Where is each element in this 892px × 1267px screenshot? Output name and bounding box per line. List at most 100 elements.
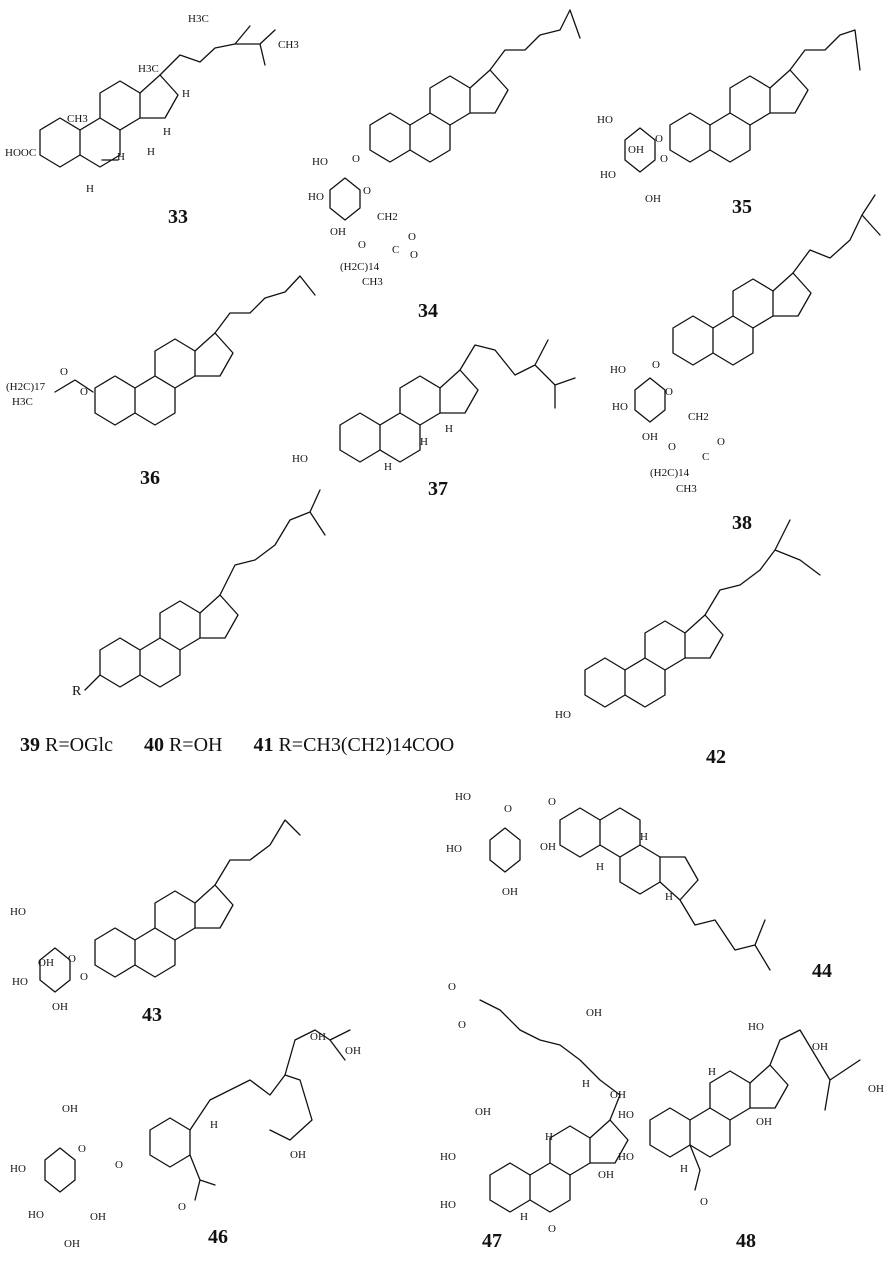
label-44-h-c: H xyxy=(665,891,673,903)
label-33-ch3-side: CH3 xyxy=(278,39,299,51)
label-34-ch2: CH2 xyxy=(377,211,398,223)
compound-number-43: 43 xyxy=(142,1004,162,1026)
label-38-o-ester: O xyxy=(668,441,676,453)
label-44-ho-a: HO xyxy=(455,791,471,803)
compound-number-37: 37 xyxy=(428,478,448,500)
legend-40-text: R=OH xyxy=(168,734,223,756)
label-47-o-ester: O xyxy=(458,1019,466,1031)
label-46-ho-a: HO xyxy=(10,1163,26,1175)
label-46-h: H xyxy=(210,1119,218,1131)
label-43-o-link: O xyxy=(80,971,88,983)
label-44-o-ring: O xyxy=(504,803,512,815)
label-44-h-b: H xyxy=(596,861,604,873)
label-35-oh-b: OH xyxy=(645,193,661,205)
label-44-h-a: H xyxy=(640,831,648,843)
label-35-oh-a: OH xyxy=(628,144,644,156)
label-37-h-c: H xyxy=(384,461,392,473)
label-44-oh-a: OH xyxy=(540,841,556,853)
label-46-oh-top-a: OH xyxy=(310,1031,326,1043)
label-34-c: C xyxy=(392,244,399,256)
legend-41-text: R=CH3(CH2)14COO xyxy=(278,734,455,756)
label-37-h-a: H xyxy=(420,436,428,448)
label-44-ho-b: HO xyxy=(446,843,462,855)
label-38-ch2: CH2 xyxy=(688,411,709,423)
compound-number-44: 44 xyxy=(812,960,832,982)
label-46-oh-a: OH xyxy=(62,1103,78,1115)
label-47-h-c: H xyxy=(520,1211,528,1223)
label-48-ho-c: HO xyxy=(618,1151,634,1163)
label-38-o-carbonyl: O xyxy=(717,436,725,448)
label-47-oh-c: OH xyxy=(610,1089,626,1101)
label-47-ho-b: HO xyxy=(440,1199,456,1211)
label-34-ho-left: HO xyxy=(308,191,324,203)
label-38-ch3: CH3 xyxy=(676,483,697,495)
label-46-o-ring: O xyxy=(78,1143,86,1155)
label-48-h-a: H xyxy=(708,1066,716,1078)
label-34-chain: (H2C)14 xyxy=(340,261,380,273)
label-36-o-ester: O xyxy=(80,386,88,398)
compound-number-36: 36 xyxy=(140,467,160,489)
compound-number-35: 35 xyxy=(732,196,752,218)
compound-number-33: 33 xyxy=(168,206,188,228)
series-39-41-legend: 39 R=OGlc 40 R=OH 41 R=CH3(CH2)14COO xyxy=(20,734,454,757)
label-34-oh: OH xyxy=(330,226,346,238)
label-46-oh-top-b: OH xyxy=(345,1045,361,1057)
label-47-o-carbonyl: O xyxy=(448,981,456,993)
label-46-ho-b: HO xyxy=(28,1209,44,1221)
label-48-ho-b: HO xyxy=(618,1109,634,1121)
compound-number-34: 34 xyxy=(418,300,438,322)
label-38-c: C xyxy=(702,451,709,463)
label-46-oh-d: OH xyxy=(64,1238,80,1250)
label-35-ho-a: HO xyxy=(597,114,613,126)
label-36-chain: (H2C)17 xyxy=(6,381,46,393)
label-43-oh-a: OH xyxy=(38,957,54,969)
label-33-hooc: HOOC xyxy=(5,147,36,159)
label-34-o-link: O xyxy=(352,153,360,165)
label-48-oh-b: OH xyxy=(756,1116,772,1128)
label-34-o-b: O xyxy=(410,249,418,261)
label-48-oh-c: OH xyxy=(868,1083,884,1095)
label-46-o-link: O xyxy=(115,1159,123,1171)
label-47-oh-d: OH xyxy=(598,1169,614,1181)
label-47-ho-a: HO xyxy=(440,1151,456,1163)
compound-number-40: 40 xyxy=(143,734,164,756)
label-42-ho: HO xyxy=(555,709,571,721)
label-39-41-r: R xyxy=(72,684,82,699)
label-43-oh-b: OH xyxy=(52,1001,68,1013)
label-37-h-b: H xyxy=(445,423,453,435)
compound-number-47: 47 xyxy=(482,1230,502,1252)
label-43-ho-b: HO xyxy=(12,976,28,988)
label-38-ho-top: HO xyxy=(610,364,626,376)
label-44-oh-b: OH xyxy=(502,886,518,898)
compound-number-41: 41 xyxy=(253,734,274,756)
compound-number-38: 38 xyxy=(732,512,752,534)
label-34-o-carbonyl: O xyxy=(408,231,416,243)
label-47-oh-b: OH xyxy=(475,1106,491,1118)
label-35-o-ring: O xyxy=(655,133,663,145)
label-34-ch3: CH3 xyxy=(362,276,383,288)
legend-39-text: R=OGlc xyxy=(45,734,113,756)
label-48-h-b: H xyxy=(680,1163,688,1175)
compound-number-46: 46 xyxy=(208,1226,228,1248)
compound-number-39: 39 xyxy=(20,734,40,756)
label-38-ho-left: HO xyxy=(612,401,628,413)
label-38-chain: (H2C)14 xyxy=(650,467,690,479)
label-33-h-a: H xyxy=(117,151,125,163)
label-48-ho-a: HO xyxy=(748,1021,764,1033)
label-33-h-b: H xyxy=(147,146,155,158)
label-33-h3c-top: H3C xyxy=(188,13,209,25)
label-48-o-ketone: O xyxy=(700,1196,708,1208)
label-34-o-ester: O xyxy=(358,239,366,251)
label-47-oh-a: OH xyxy=(586,1007,602,1019)
label-43-ho-a: HO xyxy=(10,906,26,918)
label-36-o-carbonyl: O xyxy=(60,366,68,378)
